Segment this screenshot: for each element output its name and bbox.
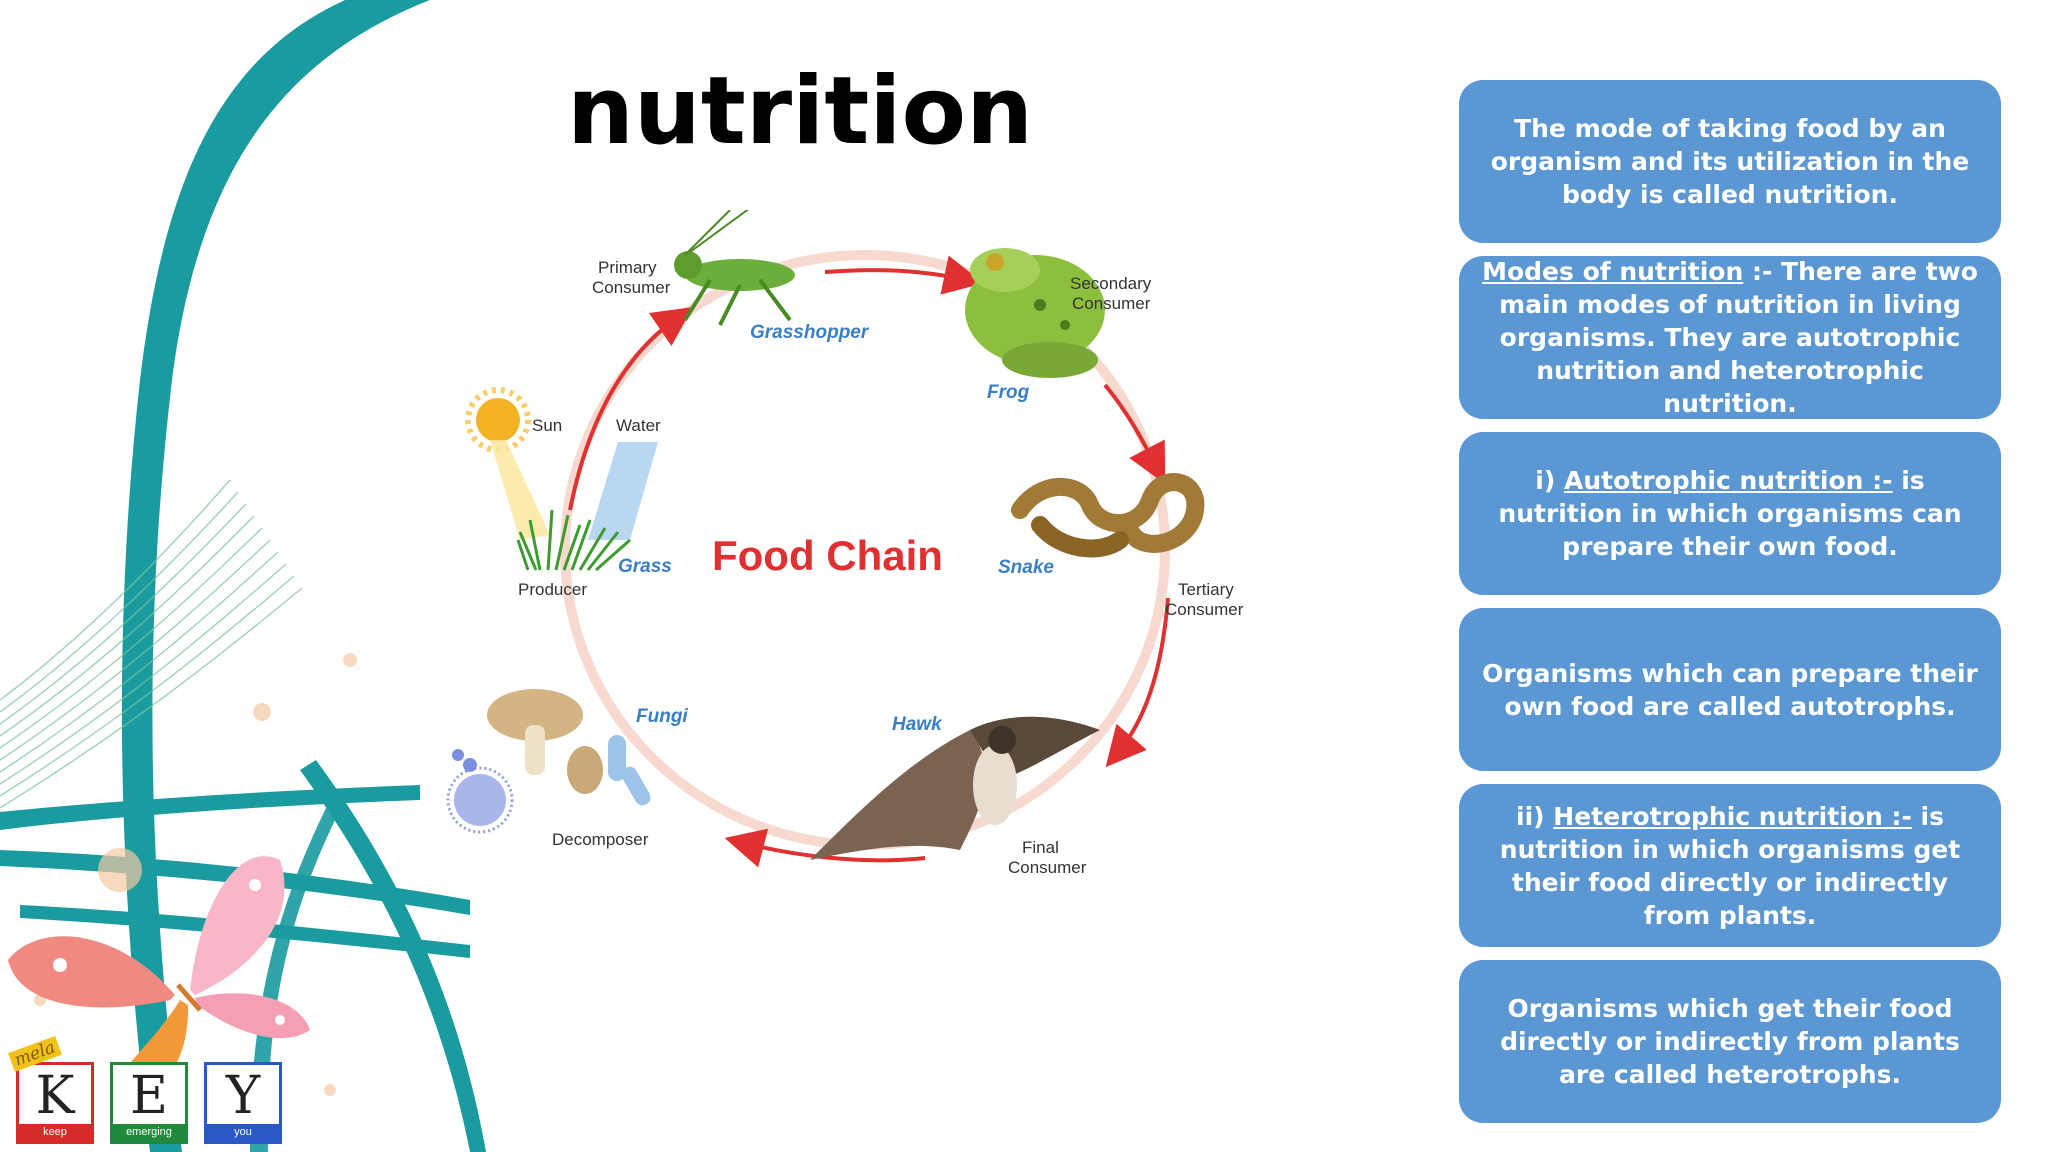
snake-label: Snake [998, 557, 1054, 578]
secondary-consumer-label-1: Secondary [1070, 274, 1152, 293]
logo-letter-y: Y [225, 1066, 261, 1126]
arrow-hawk-to-fungi [724, 828, 926, 868]
final-consumer-label-1: Final [1022, 838, 1059, 857]
decomposer-label: Decomposer [552, 830, 649, 849]
arrow-snake-to-hawk [1105, 597, 1170, 768]
heterotrophic-box: ii) Heterotrophic nutrition :- is nutrit… [1459, 784, 2001, 947]
food-chain-diagram: Sun Water Producer Grass Primary Consume… [446, 210, 1244, 877]
logo-letter-e: E [130, 1066, 168, 1126]
grass-label: Grass [618, 556, 672, 577]
teal-stripe-1 [0, 785, 420, 830]
logo-tile-y: Y you [204, 1062, 282, 1144]
water-label: Water [616, 416, 661, 435]
tertiary-consumer-label-1: Tertiary [1178, 580, 1234, 599]
definition-box: The mode of taking food by an organism a… [1459, 80, 2001, 243]
arrow-frog-to-snake [1103, 383, 1166, 485]
autotrophs-box: Organisms which can prepare their own fo… [1459, 608, 2001, 771]
autotrophic-box: i) Autotrophic nutrition :- is nutrition… [1459, 432, 2001, 595]
logo-letter-k: K [35, 1066, 75, 1126]
teal-swoosh-band [121, 0, 431, 1152]
producer-label: Producer [518, 580, 587, 599]
heterotrophs-text: Organisms which get their food directly … [1500, 994, 1960, 1089]
teal-swoosh-right [300, 760, 486, 1152]
grasshopper-illustration [674, 210, 795, 326]
frog-label: Frog [987, 382, 1030, 403]
heterotrophs-box: Organisms which get their food directly … [1459, 960, 2001, 1123]
primary-consumer-label-1: Primary [598, 258, 657, 277]
logo-tile-e: E emerging [110, 1062, 188, 1144]
heterotrophic-term: Heterotrophic nutrition :- [1553, 801, 1912, 831]
modes-text: Modes of nutrition :- There are two main… [1477, 255, 1983, 420]
autotrophs-text: Organisms which can prepare their own fo… [1482, 658, 1978, 721]
heterotrophic-text: ii) Heterotrophic nutrition :- is nutrit… [1477, 800, 1983, 932]
fungi-illustration [446, 689, 651, 834]
arrow-grasshopper-to-frog [824, 255, 984, 295]
modes-box: Modes of nutrition :- There are two main… [1459, 256, 2001, 419]
frog-illustration [965, 248, 1105, 378]
logo-word-emerging: emerging [113, 1124, 185, 1141]
fungi-label: Fungi [636, 706, 688, 727]
green-mesh-lines [0, 479, 303, 809]
autotrophic-rest: is nutrition in which organisms can prep… [1498, 466, 1962, 561]
snake-illustration [1011, 473, 1205, 558]
arrow-grass-to-grasshopper [568, 306, 694, 511]
modes-rest: :- There are two main modes of nutrition… [1499, 257, 1978, 418]
autotrophic-term: Autotrophic nutrition :- [1564, 466, 1893, 495]
hawk-illustration [810, 716, 1100, 860]
hawk-label: Hawk [892, 714, 943, 735]
autotrophic-text: i) Autotrophic nutrition :- is nutrition… [1477, 464, 1983, 563]
autotrophic-prefix: i) [1535, 466, 1564, 495]
secondary-consumer-label-2: Consumer [1072, 294, 1151, 313]
final-consumer-label-2: Consumer [1008, 858, 1087, 877]
logo-word-you: you [207, 1124, 279, 1141]
modes-term: Modes of nutrition [1482, 257, 1744, 286]
cycle-arrows [568, 255, 1170, 868]
page-title: nutrition [566, 57, 1033, 166]
logo-tile-k: K keep [16, 1062, 94, 1144]
grass-illustration [516, 509, 631, 572]
definition-text: The mode of taking food by an organism a… [1490, 114, 1970, 209]
logo-word-keep: keep [19, 1124, 91, 1141]
food-chain-title: Food Chain [712, 532, 943, 579]
heterotrophic-prefix: ii) [1516, 801, 1554, 831]
sun-icon [465, 387, 550, 540]
water-drops [588, 442, 658, 540]
mela-key-logo: K keep E emerging Y you mela [8, 1036, 288, 1150]
sun-label: Sun [532, 416, 562, 435]
heterotrophic-rest: is nutrition in which organisms get thei… [1499, 801, 1961, 930]
tertiary-consumer-label-2: Consumer [1165, 600, 1244, 619]
grasshopper-label: Grasshopper [750, 322, 870, 343]
primary-consumer-label-2: Consumer [592, 278, 671, 297]
